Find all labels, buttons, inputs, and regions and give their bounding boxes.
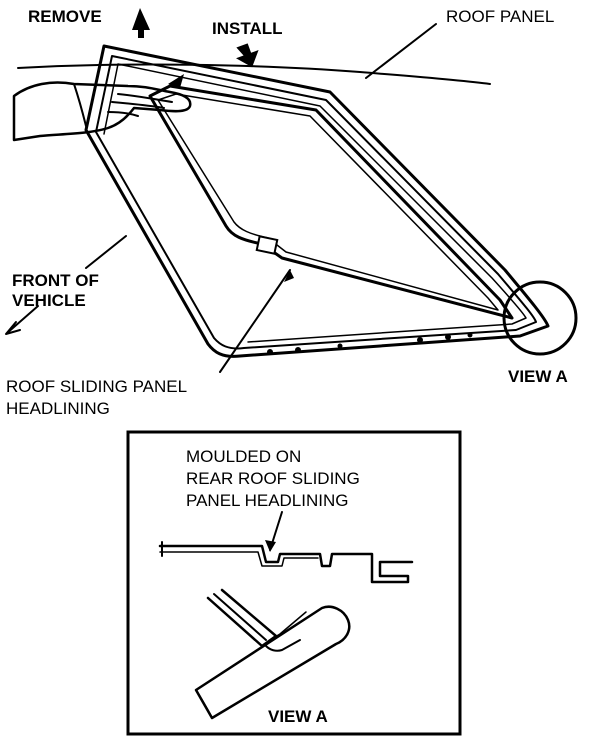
headlining-label-line2: HEADLINING xyxy=(6,399,110,418)
install-arrow-icon xyxy=(236,43,259,68)
headlining-leader xyxy=(219,269,291,373)
view-a-inset-label: VIEW A xyxy=(268,707,328,726)
front-of-vehicle-label-line1: FRONT OF xyxy=(12,271,99,290)
headlining-inner-frame-2 xyxy=(103,63,527,343)
roof-panel-edge xyxy=(17,63,491,85)
headlining-profile-section-lower xyxy=(159,551,319,567)
hand-illustration xyxy=(12,81,192,142)
headlining-outer-frame xyxy=(84,44,550,358)
headlining-inner-frame-1 xyxy=(95,55,537,350)
headlining-label-line1: ROOF SLIDING PANEL xyxy=(6,377,187,396)
view-a-inset: MOULDED ON REAR ROOF SLIDING PANEL HEADL… xyxy=(126,430,462,736)
headlining-opening-inner xyxy=(157,93,499,311)
rail-clip xyxy=(255,235,279,255)
view-a-callout-circle xyxy=(502,280,578,356)
roof-panel-label: ROOF PANEL xyxy=(446,7,554,26)
rear-rail-holes xyxy=(267,332,473,355)
remove-label: REMOVE xyxy=(28,7,102,26)
main-illustration: REMOVE INSTALL ROOF PANEL FRONT OF VEHIC… xyxy=(5,7,578,418)
headlining-opening-rim xyxy=(148,84,514,320)
roof-panel-leader xyxy=(365,23,437,79)
headlining-profile-section xyxy=(158,544,414,584)
headlining-leader-arrowhead xyxy=(284,270,294,282)
front-of-vehicle-label-line2: VEHICLE xyxy=(12,291,86,310)
moulded-label-line1: MOULDED ON xyxy=(186,447,301,466)
front-arrow-icon xyxy=(5,305,39,335)
moulded-leader-arrowhead xyxy=(265,540,276,552)
front-of-vehicle-leader xyxy=(85,235,127,269)
moulded-label-line2: REAR ROOF SLIDING xyxy=(186,469,360,488)
view-a-main-label: VIEW A xyxy=(508,367,568,386)
grip-arrow-icon xyxy=(168,74,184,88)
remove-arrow-icon xyxy=(132,8,150,38)
corner-detail xyxy=(194,588,351,720)
moulded-label-line3: PANEL HEADLINING xyxy=(186,491,349,510)
install-label: INSTALL xyxy=(212,19,283,38)
